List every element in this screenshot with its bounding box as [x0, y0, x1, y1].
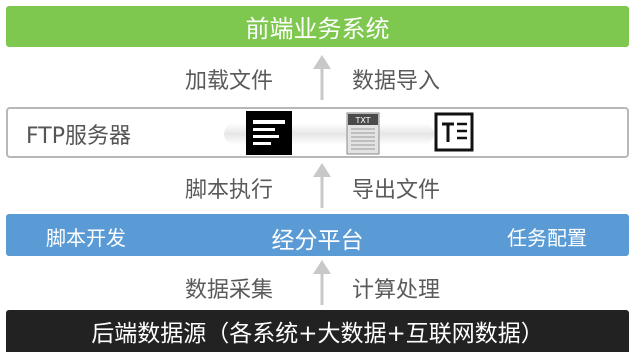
up-arrow-icon	[313, 55, 331, 100]
ftp-server-bar: FTP服务器 TXT	[6, 107, 629, 158]
up-arrow-icon	[313, 260, 331, 305]
data-collection-label: 数据采集	[185, 278, 274, 303]
analysis-platform-bar: 脚本开发 经分平台 任务配置	[6, 214, 629, 256]
frontend-system-title: 前端业务系统	[245, 15, 390, 43]
backend-data-source-title: 后端数据源（各系统+大数据+互联网数据）	[91, 321, 544, 347]
frontend-system-bar: 前端业务系统	[6, 6, 629, 47]
load-files-label: 加载文件	[185, 69, 274, 94]
text-document-icon	[246, 111, 292, 155]
data-import-label: 数据导入	[352, 69, 441, 94]
txt-icon-label: TXT	[354, 116, 370, 125]
text-format-icon	[434, 112, 474, 152]
backend-data-source-bar: 后端数据源（各系统+大数据+互联网数据）	[6, 310, 629, 352]
up-arrow-icon	[313, 163, 331, 208]
analysis-platform-title: 经分平台	[271, 228, 364, 254]
task-configuration-label: 任务配置	[507, 226, 587, 250]
compute-processing-label: 计算处理	[352, 278, 441, 303]
script-development-label: 脚本开发	[46, 226, 126, 250]
export-files-label: 导出文件	[352, 178, 441, 203]
txt-file-icon: TXT	[346, 112, 380, 155]
ftp-server-label: FTP服务器	[26, 124, 131, 149]
script-execution-label: 脚本执行	[185, 178, 274, 203]
